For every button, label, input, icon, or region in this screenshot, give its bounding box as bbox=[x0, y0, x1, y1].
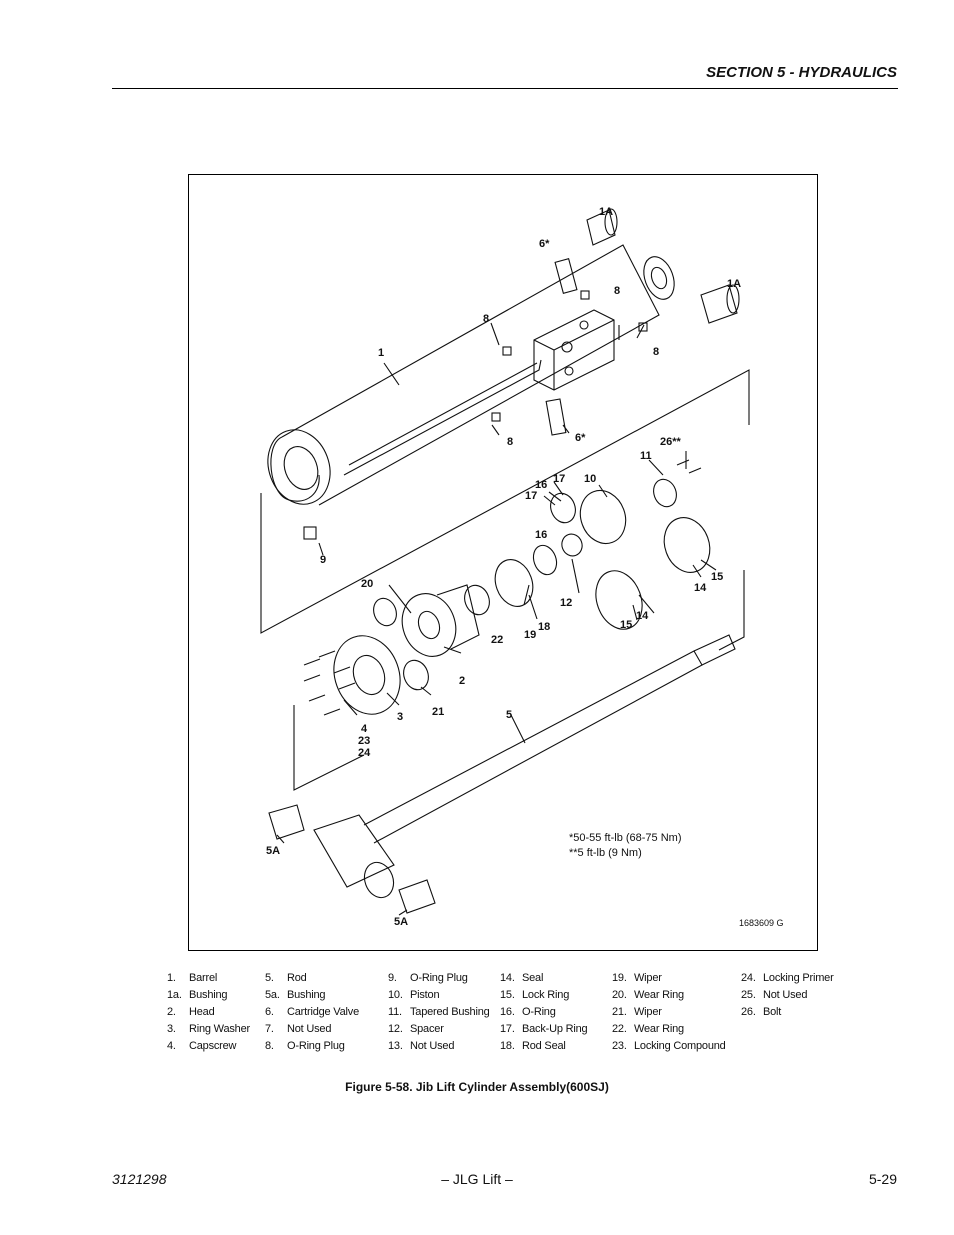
legend-item: 26.Bolt bbox=[741, 1006, 782, 1018]
legend-item: 19.Wiper bbox=[612, 972, 662, 984]
callout-6-top: 6* bbox=[539, 238, 550, 250]
legend-item: 1a.Bushing bbox=[167, 989, 228, 1001]
callout-24: 24 bbox=[358, 747, 371, 759]
callout-8-a: 8 bbox=[614, 285, 620, 297]
callout-8-d: 8 bbox=[507, 436, 513, 448]
callout-21: 21 bbox=[432, 706, 444, 718]
legend-column-4: 14.Seal 15.Lock Ring 16.O-Ring 17.Back-U… bbox=[500, 972, 588, 1057]
callout-17-b: 17 bbox=[525, 490, 537, 502]
legend-item: 12.Spacer bbox=[388, 1023, 444, 1035]
legend-item: 5.Rod bbox=[265, 972, 307, 984]
legend-column-1: 1.Barrel 1a.Bushing 2.Head 3.Ring Washer… bbox=[167, 972, 250, 1057]
callout-16-a: 16 bbox=[535, 479, 547, 491]
callout-9: 9 bbox=[320, 554, 326, 566]
callout-8-b: 8 bbox=[483, 313, 489, 325]
callout-1A-top: 1A bbox=[599, 206, 613, 218]
callout-14-a: 14 bbox=[694, 582, 707, 594]
legend-item: 2.Head bbox=[167, 1006, 215, 1018]
callout-26: 26** bbox=[660, 436, 682, 448]
legend-column-2: 5.Rod 5a.Bushing 6.Cartridge Valve 7.Not… bbox=[265, 972, 359, 1057]
footer-publisher: – JLG Lift – bbox=[441, 1171, 513, 1187]
callout-1A-right: 1A bbox=[727, 278, 741, 290]
legend-item: 1.Barrel bbox=[167, 972, 218, 984]
legend-item: 9.O-Ring Plug bbox=[388, 972, 468, 984]
legend-item: 22.Wear Ring bbox=[612, 1023, 684, 1035]
callout-6-bottom: 6* bbox=[575, 432, 586, 444]
legend-item: 14.Seal bbox=[500, 972, 544, 984]
cylinder-exploded-view-drawing: 1A 1A 6* 8 8 8 8 1 6* 26** 11 10 17 16 1… bbox=[260, 206, 784, 928]
legend-item: 18.Rod Seal bbox=[500, 1040, 566, 1052]
callout-11: 11 bbox=[640, 450, 652, 462]
callout-12: 12 bbox=[560, 597, 572, 609]
callout-22: 22 bbox=[491, 634, 503, 646]
legend-item: 21.Wiper bbox=[612, 1006, 662, 1018]
section-title: SECTION 5 - HYDRAULICS bbox=[706, 64, 897, 81]
callout-23: 23 bbox=[358, 735, 370, 747]
legend-column-3: 9.O-Ring Plug 10.Piston 11.Tapered Bushi… bbox=[388, 972, 490, 1057]
callout-20: 20 bbox=[361, 578, 373, 590]
legend-item: 10.Piston bbox=[388, 989, 440, 1001]
callout-5: 5 bbox=[506, 709, 512, 721]
figure-caption: Figure 5-58. Jib Lift Cylinder Assembly(… bbox=[345, 1080, 609, 1094]
legend-item: 7.Not Used bbox=[265, 1023, 332, 1035]
callout-3: 3 bbox=[397, 711, 403, 723]
callout-17-a: 17 bbox=[553, 473, 565, 485]
legend-item: 20.Wear Ring bbox=[612, 989, 684, 1001]
callout-5A-bottom: 5A bbox=[394, 916, 408, 928]
legend-item: 8.O-Ring Plug bbox=[265, 1040, 345, 1052]
legend-item: 17.Back-Up Ring bbox=[500, 1023, 588, 1035]
callout-1: 1 bbox=[378, 347, 384, 359]
header-rule bbox=[112, 88, 898, 89]
legend-item: 5a.Bushing bbox=[265, 989, 326, 1001]
figure-frame: 1A 1A 6* 8 8 8 8 1 6* 26** 11 10 17 16 1… bbox=[188, 174, 818, 951]
legend-column-6: 24.Locking Primer 25.Not Used 26.Bolt bbox=[741, 972, 834, 1023]
legend-item: 6.Cartridge Valve bbox=[265, 1006, 359, 1018]
torque-note-2: **5 ft-lb (9 Nm) bbox=[569, 847, 642, 859]
callout-15-b: 15 bbox=[620, 619, 632, 631]
footer-doc-number: 3121298 bbox=[112, 1171, 167, 1187]
callout-15-a: 15 bbox=[711, 571, 723, 583]
drawing-number: 1683609 G bbox=[739, 918, 784, 928]
callout-10: 10 bbox=[584, 473, 596, 485]
legend-item: 11.Tapered Bushing bbox=[388, 1006, 490, 1018]
legend-item: 3.Ring Washer bbox=[167, 1023, 250, 1035]
parts-legend: 1.Barrel 1a.Bushing 2.Head 3.Ring Washer… bbox=[0, 972, 954, 1062]
legend-item: 23.Locking Compound bbox=[612, 1040, 726, 1052]
legend-item: 16.O-Ring bbox=[500, 1006, 556, 1018]
callout-14-b: 14 bbox=[636, 610, 649, 622]
footer-page-number: 5-29 bbox=[868, 1171, 897, 1187]
legend-column-5: 19.Wiper 20.Wear Ring 21.Wiper 22.Wear R… bbox=[612, 972, 726, 1057]
legend-item: 4.Capscrew bbox=[167, 1040, 237, 1052]
callout-18: 18 bbox=[538, 621, 550, 633]
callout-5A-left: 5A bbox=[266, 845, 280, 857]
legend-item: 13.Not Used bbox=[388, 1040, 455, 1052]
callout-4: 4 bbox=[361, 723, 368, 735]
legend-item: 15.Lock Ring bbox=[500, 989, 570, 1001]
legend-item: 24.Locking Primer bbox=[741, 972, 834, 984]
legend-item: 25.Not Used bbox=[741, 989, 808, 1001]
callout-2: 2 bbox=[459, 675, 465, 687]
callout-16-b: 16 bbox=[535, 529, 547, 541]
callout-8-c: 8 bbox=[653, 346, 659, 358]
torque-note-1: *50-55 ft-lb (68-75 Nm) bbox=[569, 832, 682, 844]
callout-19: 19 bbox=[524, 629, 536, 641]
